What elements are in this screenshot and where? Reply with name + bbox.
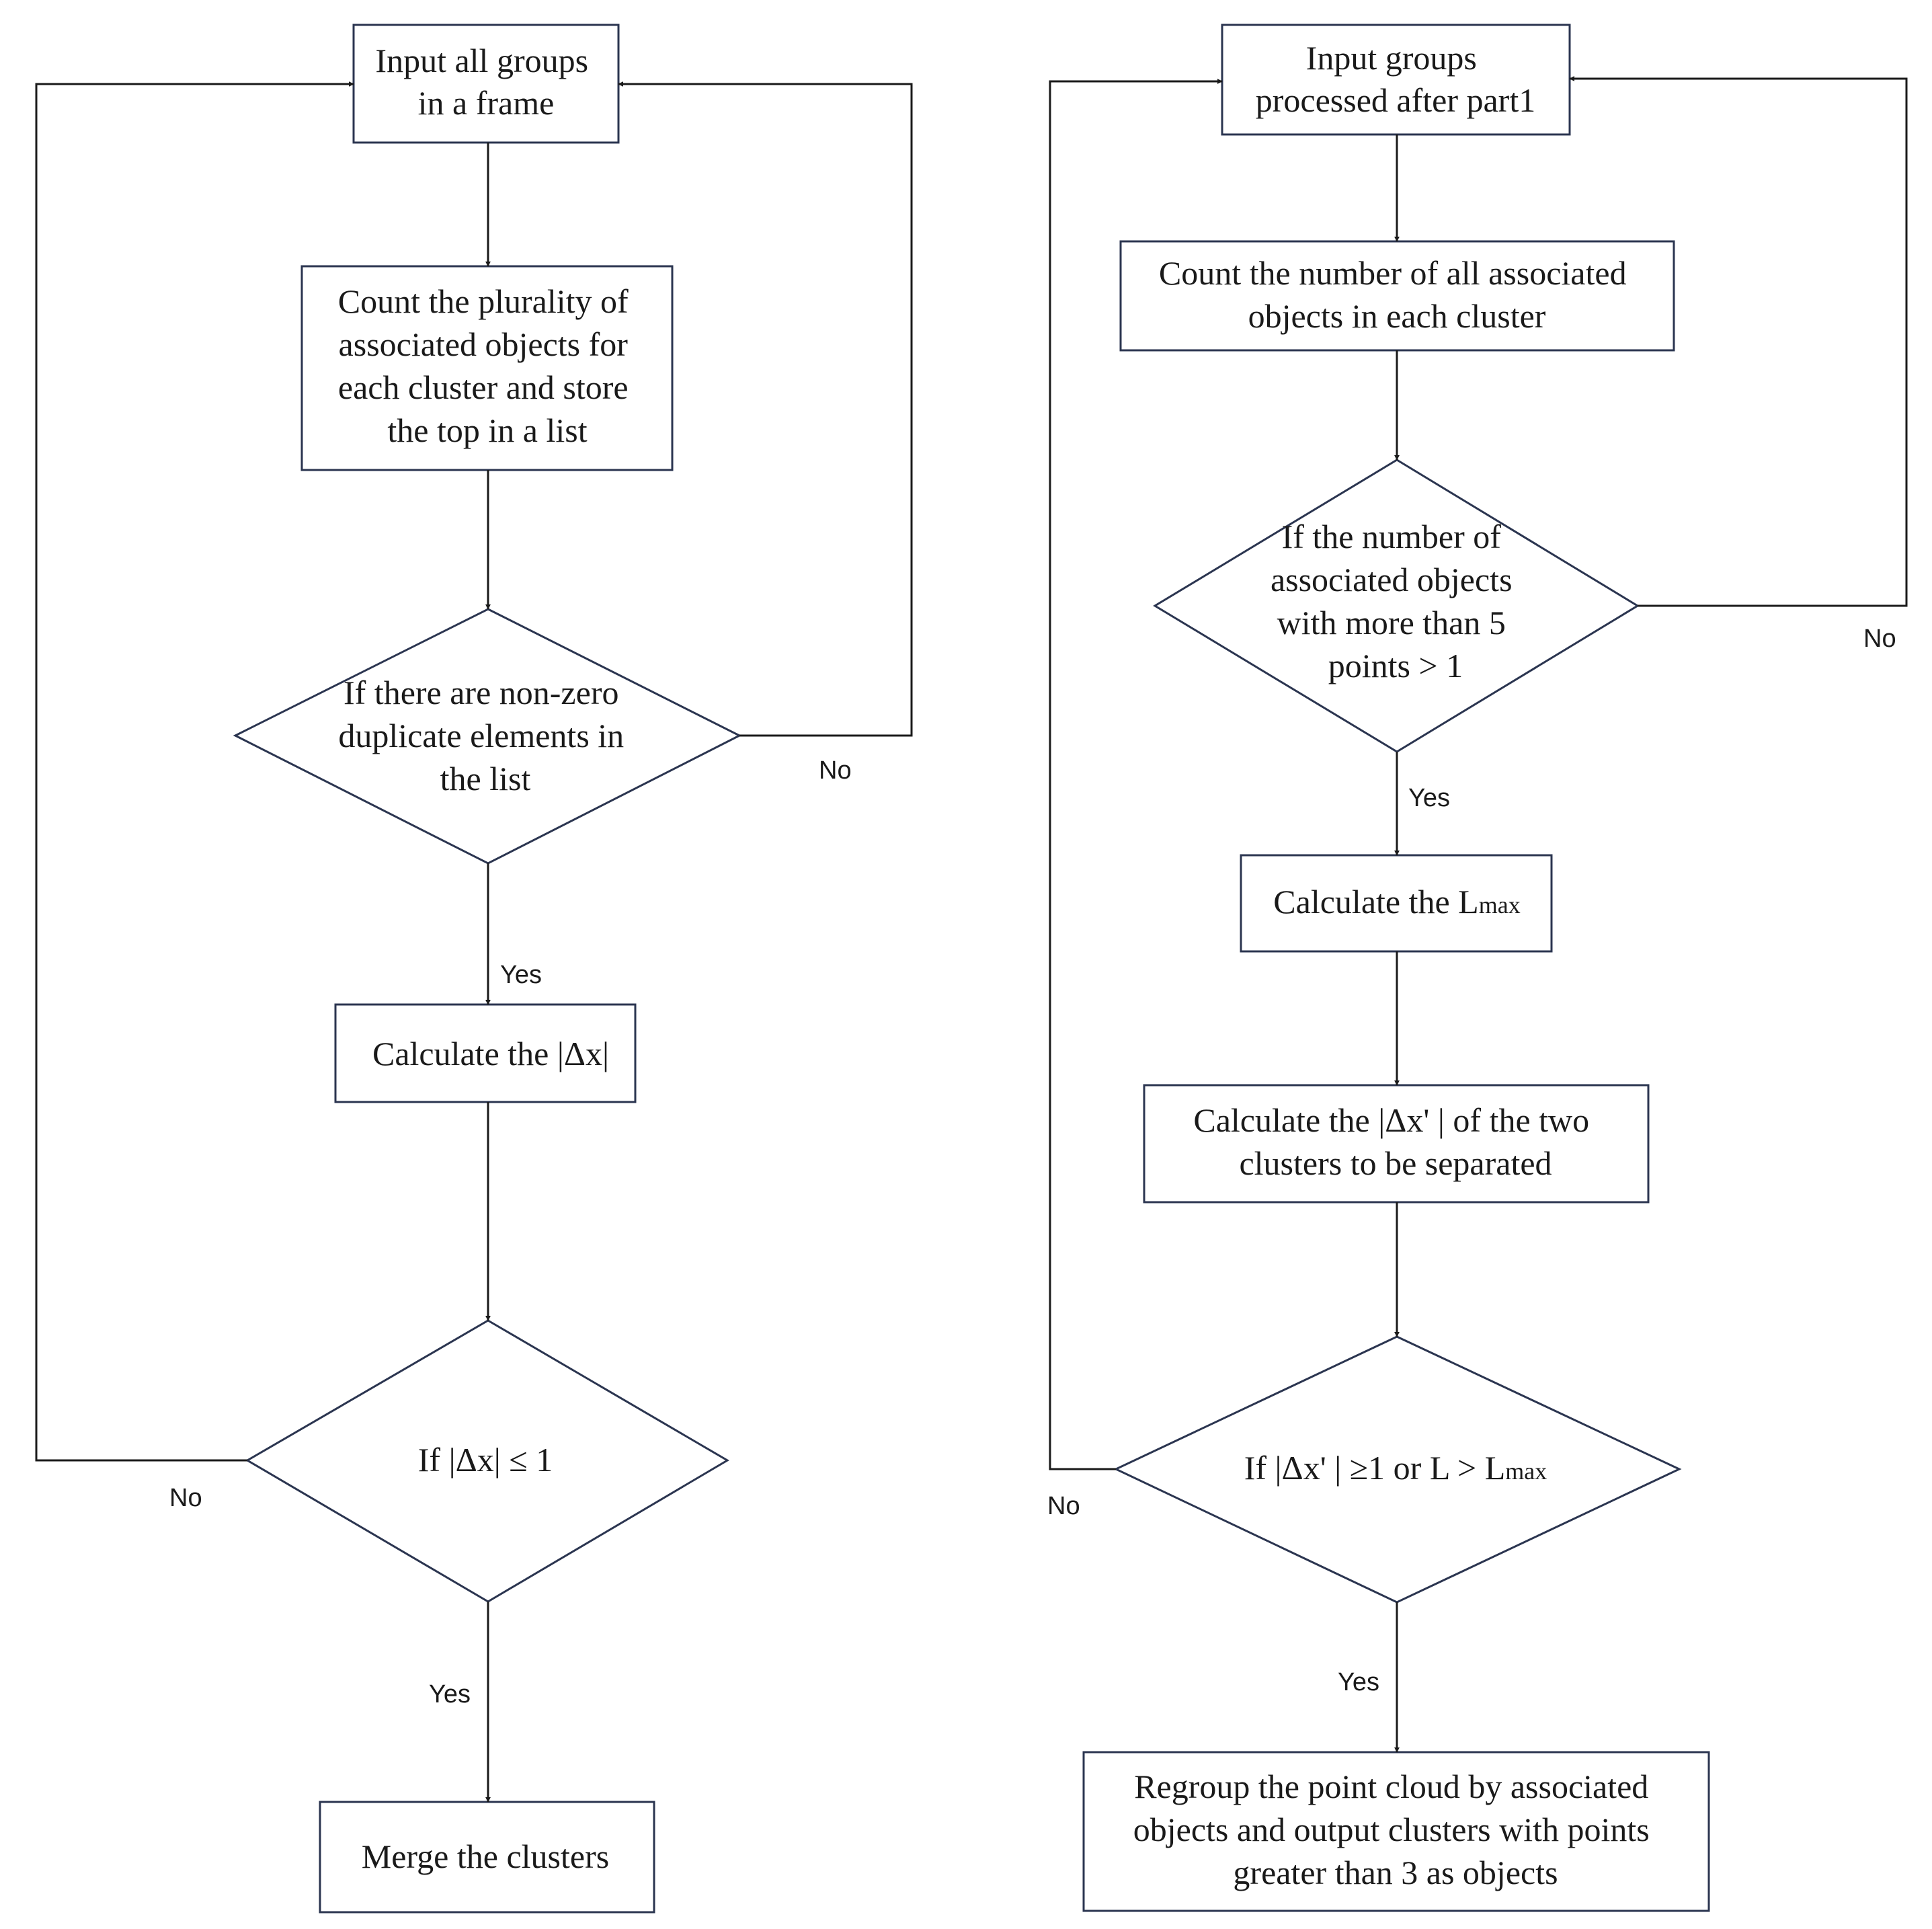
right-output-box	[1082, 1751, 1710, 1912]
left-input-box	[352, 24, 620, 144]
right-count-text: Count the number of all associated objec…	[1159, 254, 1635, 335]
left-label-yes-dx: Yes	[429, 1680, 471, 1708]
right-arrow-no-loop-left	[1049, 79, 1223, 1470]
right-flowchart: Input groups processed after part1 Count…	[1047, 24, 1908, 1912]
right-label-no-count: No	[1863, 625, 1896, 653]
left-input-text: Input all groups in a frame	[375, 42, 596, 122]
left-count-text: Count the plurality of associated object…	[338, 282, 637, 449]
left-calc-dx-text: Calculate the |Δx|	[372, 1035, 609, 1072]
left-label-no-dx: No	[169, 1484, 202, 1512]
right-arrow-no-loop-right	[1569, 76, 1908, 607]
right-decision-count-text: If the number of associated objects with…	[1271, 518, 1521, 684]
left-decision-duplicates-text: If there are non-zero duplicate elements…	[338, 674, 632, 797]
right-input-text: Input groups processed after part1	[1256, 39, 1535, 119]
left-merge-box	[319, 1801, 655, 1914]
left-arrow-no-loop-right	[618, 81, 913, 737]
right-calc-dx-text: Calculate the |Δx' | of the two clusters…	[1193, 1101, 1597, 1182]
right-output-text: Regroup the point cloud by associated ob…	[1133, 1768, 1658, 1891]
left-count-box	[300, 265, 674, 471]
right-label-yes-count: Yes	[1408, 784, 1450, 812]
left-merge-text: Merge the clusters	[362, 1838, 609, 1875]
right-calc-lmax-text: Calculate the Lmax	[1273, 883, 1520, 920]
left-flowchart: Input all groups in a frame Count the pl…	[35, 24, 913, 1914]
left-calc-dx-box	[334, 1003, 637, 1103]
right-label-yes-dx: Yes	[1338, 1668, 1379, 1696]
right-label-no-dx: No	[1047, 1492, 1080, 1520]
left-label-no-duplicates: No	[819, 756, 852, 785]
left-label-yes-duplicates: Yes	[500, 961, 542, 989]
right-decision-dx-text: If |Δx' | ≥1 or L > Lmax	[1244, 1449, 1547, 1487]
right-input-box	[1221, 24, 1571, 136]
left-arrow-no-loop-left	[35, 81, 354, 1462]
left-decision-dx-text: If |Δx| ≤ 1	[418, 1441, 553, 1479]
right-count-box	[1119, 240, 1675, 352]
